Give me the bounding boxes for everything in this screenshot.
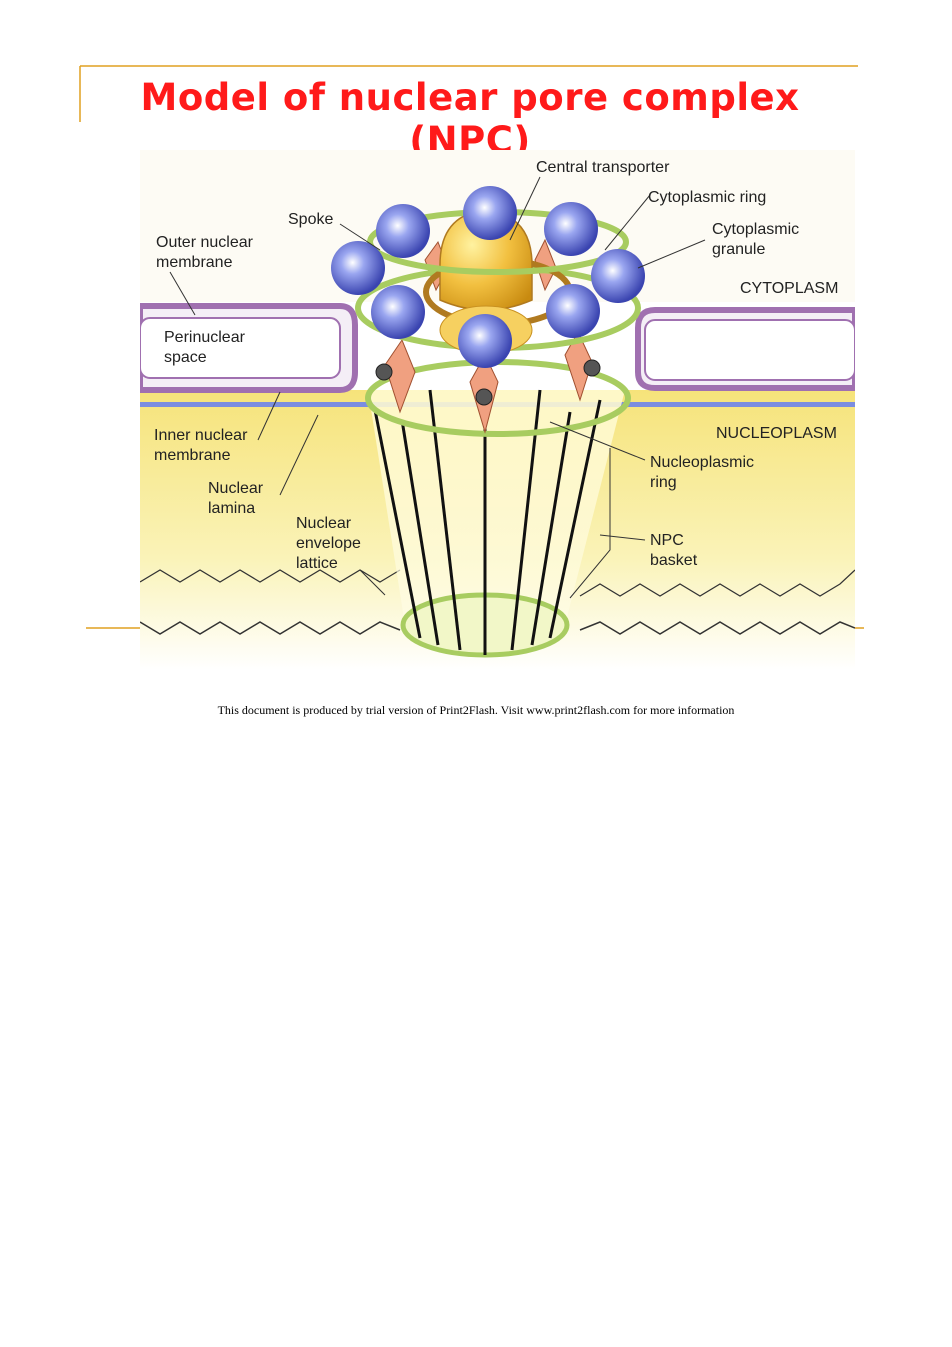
label-npc-basket-2: basket bbox=[650, 552, 698, 569]
label-inner-membrane: Inner nuclear bbox=[154, 427, 248, 444]
granule bbox=[591, 249, 645, 303]
envelope-lattice-lower bbox=[140, 621, 401, 635]
label-perinuclear: Perinuclear bbox=[164, 329, 246, 346]
label-nuclear-lamina: Nuclear bbox=[208, 480, 264, 497]
label-perinuclear-2: space bbox=[164, 349, 207, 366]
label-inner-membrane-2: membrane bbox=[154, 447, 231, 464]
label-nucleoplasmic-ring: Nucleoplasmic bbox=[650, 454, 754, 471]
cytoplasmic-granules bbox=[331, 186, 645, 368]
npc-basket-body bbox=[368, 390, 625, 625]
label-cytoplasmic-ring: Cytoplasmic ring bbox=[648, 189, 766, 206]
granule bbox=[331, 241, 385, 295]
basket-filaments bbox=[373, 389, 602, 655]
label-nucleoplasm: NUCLEOPLASM bbox=[716, 425, 837, 442]
label-npc-basket: NPC bbox=[650, 532, 684, 549]
granule bbox=[458, 314, 512, 368]
label-nucleoplasmic-ring-2: ring bbox=[650, 474, 677, 491]
envelope-lattice-upper-right bbox=[579, 569, 855, 597]
envelope-lattice-lower-right bbox=[579, 621, 855, 635]
perinuclear-space-right bbox=[644, 319, 855, 381]
label-envelope-lattice: Nuclear bbox=[296, 515, 352, 532]
granule bbox=[376, 204, 430, 258]
label-spoke: Spoke bbox=[288, 211, 333, 228]
label-nuclear-lamina-2: lamina bbox=[208, 500, 255, 517]
granule bbox=[544, 202, 598, 256]
label-cytoplasm: CYTOPLASM bbox=[740, 280, 838, 297]
page-title: Model of nuclear pore complex (NPC) bbox=[140, 76, 800, 162]
label-outer-membrane-2: membrane bbox=[156, 254, 233, 271]
npc-diagram: Central transporter Cytoplasmic ring Spo… bbox=[140, 150, 855, 670]
granule bbox=[371, 285, 425, 339]
label-outer-membrane: Outer nuclear bbox=[156, 234, 254, 251]
label-cytoplasmic-granule: Cytoplasmic bbox=[712, 221, 799, 238]
label-envelope-lattice-2: envelope bbox=[296, 535, 361, 552]
label-cytoplasmic-granule-2: granule bbox=[712, 241, 765, 258]
leader-lines bbox=[169, 176, 706, 599]
label-central-transporter: Central transporter bbox=[536, 159, 670, 176]
spoke-knobs bbox=[375, 359, 601, 406]
label-envelope-lattice-3: lattice bbox=[296, 555, 338, 572]
granule bbox=[463, 186, 517, 240]
trial-notice: This document is produced by trial versi… bbox=[217, 703, 735, 717]
perinuclear-space bbox=[140, 317, 341, 379]
granule bbox=[546, 284, 600, 338]
envelope-lattice-upper bbox=[140, 569, 401, 583]
